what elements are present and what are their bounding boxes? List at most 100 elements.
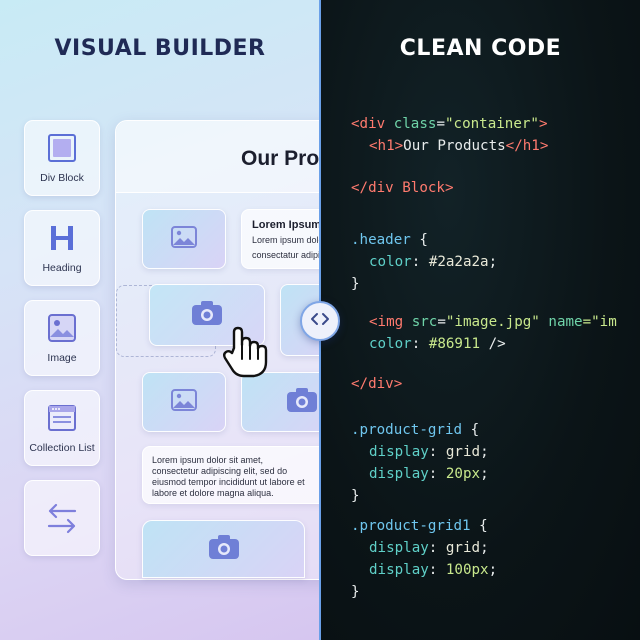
- tool-div-block[interactable]: Div Block: [24, 120, 100, 196]
- code-line: color: #2a2a2a;: [369, 254, 497, 270]
- heading-icon: [49, 222, 75, 254]
- camera-icon: [286, 387, 318, 418]
- code-token: .product-grid1: [351, 518, 471, 534]
- text-card[interactable]: Lorem ipsum dolor sit amet, consectetur …: [142, 446, 320, 504]
- image-icon: [47, 312, 77, 344]
- code-token: color: [369, 254, 412, 270]
- camera-icon: [208, 534, 240, 565]
- clean-code-panel: CLEAN CODE <div class="container"> <h1>O…: [321, 0, 640, 640]
- dragged-image-block[interactable]: [149, 284, 265, 346]
- code-line: <h1>Our Products</h1>: [369, 138, 548, 154]
- image-placeholder[interactable]: [142, 520, 305, 578]
- code-token: {: [462, 422, 480, 438]
- code-token: src: [411, 314, 438, 330]
- code-token: :: [428, 562, 446, 578]
- code-token: >: [538, 116, 548, 132]
- code-token: display: [369, 466, 429, 482]
- code-token: .header: [351, 232, 411, 248]
- code-line: display: 20px;: [369, 466, 489, 482]
- code-token: 20px: [445, 466, 481, 482]
- text-card[interactable]: Lorem Ipsum Lorem ipsum dolor consectatu…: [241, 209, 320, 269]
- text-card-body: eiusmod tempor incididunt ut labore et: [152, 477, 305, 487]
- code-token: ;: [488, 254, 498, 270]
- code-token: class: [393, 116, 437, 132]
- div-block-icon: [47, 132, 77, 164]
- visual-builder-title: VISUAL BUILDER: [54, 36, 266, 61]
- code-token: ="im: [582, 314, 617, 330]
- image-placeholder[interactable]: [142, 372, 226, 432]
- code-token: #2a2a2a: [428, 254, 489, 270]
- code-line: </div>: [351, 376, 402, 392]
- text-card-title: Lorem Ipsum: [252, 219, 320, 231]
- tool-image[interactable]: Image: [24, 300, 100, 376]
- tool-label: Div Block: [40, 172, 84, 184]
- code-token: =: [436, 116, 445, 132]
- text-card-body: Lorem ipsum dolor: [252, 235, 320, 245]
- camera-icon: [191, 300, 223, 331]
- code-token: {: [470, 518, 488, 534]
- swap-arrows-icon: [45, 502, 79, 534]
- code-token: display: [369, 540, 429, 556]
- tool-label: Heading: [42, 262, 82, 274]
- code-token: }: [351, 584, 360, 600]
- code-token: </div Block>: [351, 180, 454, 196]
- code-token: </h1>: [505, 138, 549, 154]
- code-line: .product-grid {: [351, 422, 479, 438]
- code-line: <img src="image.jpg" name="im: [369, 314, 617, 330]
- code-line: display: grid;: [369, 540, 489, 556]
- code-token: .product-grid: [351, 422, 463, 438]
- tool-collection-list[interactable]: Collection List: [24, 390, 100, 466]
- code-token: grid: [445, 540, 481, 556]
- image-icon: [171, 388, 197, 416]
- code-token: {: [410, 232, 428, 248]
- code-line: .header {: [351, 232, 428, 248]
- code-token: :: [428, 466, 446, 482]
- code-line: <div class="container">: [351, 116, 548, 132]
- clean-code-title: CLEAN CODE: [399, 36, 562, 61]
- text-card-body: labore et dolore magna aliqua.: [152, 488, 274, 498]
- code-token: color: [369, 336, 412, 352]
- code-token: <img: [369, 314, 412, 330]
- canvas-header[interactable]: Our Products: [116, 121, 320, 193]
- code-token: }: [351, 276, 360, 292]
- image-placeholder[interactable]: [142, 209, 226, 269]
- code-token: ;: [480, 540, 489, 556]
- code-token: "image.jpg": [445, 314, 540, 330]
- code-token: ;: [480, 466, 489, 482]
- code-token: :: [411, 336, 429, 352]
- code-token: display: [369, 444, 429, 460]
- code-token: name: [539, 314, 583, 330]
- image-placeholder[interactable]: [241, 372, 320, 432]
- code-token: ;: [488, 562, 498, 578]
- code-line: }: [351, 584, 360, 600]
- code-token: }: [351, 488, 360, 504]
- hand-cursor-icon: [222, 326, 268, 383]
- tool-heading[interactable]: Heading: [24, 210, 100, 286]
- code-brackets-icon: [310, 312, 330, 331]
- code-token: grid: [445, 444, 481, 460]
- text-card-body: Lorem ipsum dolor sit amet,: [152, 455, 264, 465]
- code-line: .product-grid1 {: [351, 518, 488, 534]
- code-line: }: [351, 276, 360, 292]
- code-token: 100px: [445, 562, 489, 578]
- image-icon: [171, 225, 197, 253]
- code-token: "container": [444, 116, 539, 132]
- code-line: display: grid;: [369, 444, 489, 460]
- code-token: </div>: [351, 376, 403, 392]
- code-line: display: 100px;: [369, 562, 497, 578]
- code-line: </div Block>: [351, 180, 454, 196]
- tool-label: Image: [47, 352, 77, 364]
- tool-label: Collection List: [29, 442, 95, 454]
- code-token: #86911: [428, 336, 481, 352]
- code-token: <div: [351, 116, 394, 132]
- divider-handle[interactable]: [300, 301, 340, 341]
- canvas-title: Our Products: [241, 147, 320, 170]
- tool-swap[interactable]: [24, 480, 100, 556]
- code-line: }: [351, 488, 360, 504]
- code-token: :: [428, 540, 446, 556]
- code-token: ;: [480, 444, 489, 460]
- code-token: Our Products: [403, 138, 506, 154]
- code-token: :: [411, 254, 429, 270]
- text-card-body: consectatur adipis: [252, 250, 320, 260]
- code-line: color: #86911 />: [369, 336, 506, 352]
